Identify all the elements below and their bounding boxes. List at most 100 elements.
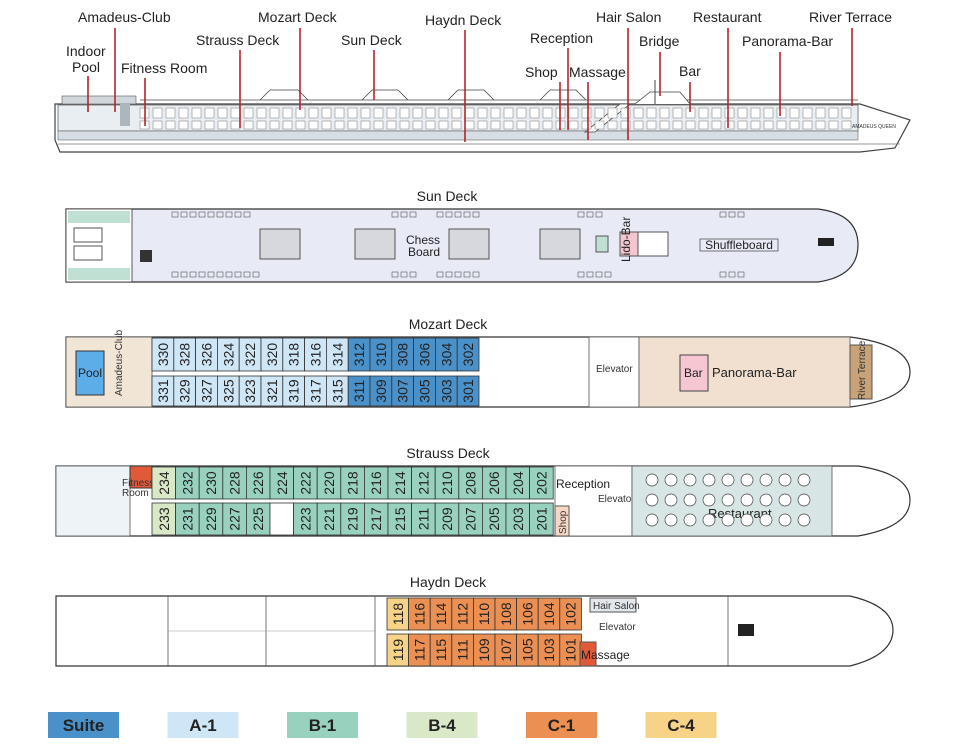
cabin-number: 315 (329, 379, 345, 403)
restaurant-table (664, 513, 678, 527)
side-window (750, 120, 761, 130)
cabin-number: 302 (460, 343, 476, 367)
cabin-number: 309 (373, 379, 389, 403)
deck-chair (171, 211, 179, 218)
side-window (542, 107, 553, 119)
cabin-number: 328 (177, 343, 193, 367)
restaurant-table (702, 473, 716, 487)
cabin-number: 209 (439, 507, 455, 531)
cabin-number: 227 (227, 507, 243, 531)
haydn-deck-title: Haydn Deck (410, 574, 487, 590)
cabin-number: 318 (286, 343, 302, 367)
legend-label: A-1 (189, 716, 216, 735)
cabin[interactable] (269, 502, 295, 536)
deck-chair (728, 211, 736, 218)
deck-chair (454, 271, 462, 278)
reception-label: Reception (556, 477, 610, 491)
cabin-number: 331 (155, 379, 171, 403)
label-amadeus-club: Amadeus-Club (78, 9, 171, 25)
cabin-number: 207 (463, 507, 479, 531)
cabin-number: 317 (308, 379, 324, 403)
deck-chair (728, 271, 736, 278)
deck-chair (225, 271, 233, 278)
ship-name: AMADEUS QUEEN (852, 124, 896, 130)
side-window (529, 107, 540, 119)
deck-chair (400, 271, 408, 278)
restaurant-table (683, 513, 697, 527)
side-label-group: Amadeus-Club Indoor Pool Fitness Room St… (66, 9, 892, 80)
cabin[interactable] (529, 502, 554, 536)
side-window (672, 120, 683, 130)
cabin-number: 225 (250, 507, 266, 531)
side-window (269, 107, 280, 119)
cabin[interactable] (456, 337, 480, 372)
label-reception: Reception (530, 30, 593, 46)
deck-chair (234, 271, 242, 278)
side-window (347, 120, 358, 130)
fitness-room-label-2: Room (122, 488, 149, 499)
cabin-number: 203 (510, 507, 526, 531)
side-window (646, 107, 657, 119)
side-window (360, 120, 371, 130)
restaurant-table (797, 513, 811, 527)
restaurant-table (721, 473, 735, 487)
side-window (191, 107, 202, 119)
deck-chair (586, 211, 594, 218)
cabin-number: 210 (439, 471, 455, 495)
amadeus-club-label: Amadeus-Club (114, 329, 125, 396)
deck-chair (409, 211, 417, 218)
side-window (581, 107, 592, 119)
cabin-number: 202 (533, 471, 549, 495)
side-window (464, 107, 475, 119)
deck-chair (216, 271, 224, 278)
side-window (815, 120, 826, 130)
restaurant-table (645, 473, 659, 487)
deck-chair (445, 271, 453, 278)
cabin-number: 330 (155, 343, 171, 367)
restaurant-table (759, 513, 773, 527)
side-window (841, 120, 852, 130)
side-window (542, 120, 553, 130)
side-window (204, 120, 215, 130)
cabin-number: 229 (203, 507, 219, 531)
side-window (750, 107, 761, 119)
deck-chair (463, 271, 471, 278)
cabin-number: 217 (368, 507, 384, 531)
cabin[interactable] (529, 466, 554, 500)
side-window (763, 107, 774, 119)
side-window (490, 120, 501, 130)
side-window (165, 107, 176, 119)
deck-chair (207, 271, 215, 278)
restaurant-table (759, 473, 773, 487)
cabin[interactable] (456, 375, 480, 407)
deck-chair (198, 271, 206, 278)
side-window (256, 107, 267, 119)
cabin-number: 322 (242, 343, 258, 367)
cabin-number: 112 (455, 603, 471, 626)
legend-label: B-1 (309, 716, 336, 735)
side-window (399, 120, 410, 130)
side-window (711, 120, 722, 130)
sun-deck-title: Sun Deck (417, 188, 479, 204)
side-window (477, 120, 488, 130)
restaurant-table (664, 493, 678, 507)
side-window (789, 107, 800, 119)
legend-swatch (167, 712, 239, 738)
deck-chair (189, 211, 197, 218)
cabin-number: 108 (498, 602, 514, 626)
side-window (698, 107, 709, 119)
cabin[interactable] (559, 597, 582, 631)
label-bridge: Bridge (639, 33, 680, 49)
side-window (282, 107, 293, 119)
restaurant-table (645, 493, 659, 507)
cabin-number: 118 (390, 603, 406, 626)
lido-bar-label: Lido-Bar (619, 217, 633, 262)
deck-chair (180, 211, 188, 218)
cabin-number: 230 (203, 471, 219, 495)
cabin-number: 208 (463, 471, 479, 495)
side-window (217, 120, 228, 130)
